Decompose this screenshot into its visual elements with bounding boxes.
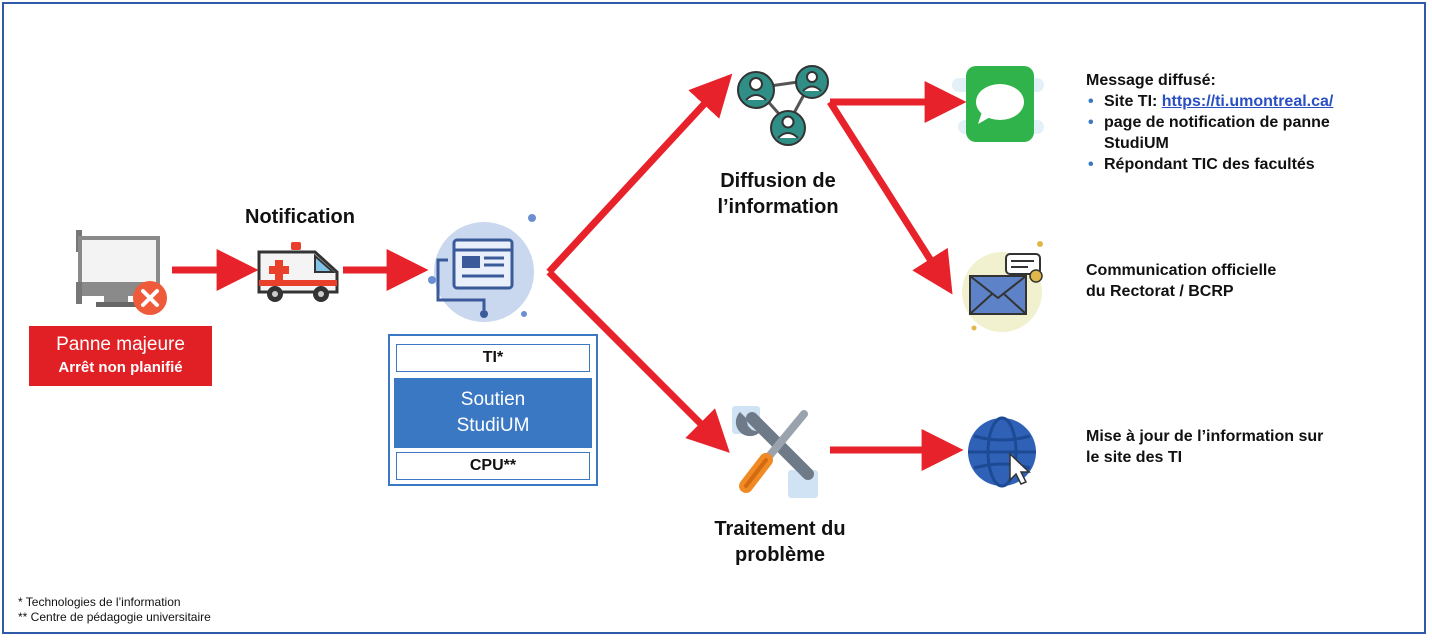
repondant-text: Répondant TIC des facultés: [1104, 156, 1315, 173]
page-line2: StudiUM: [1104, 135, 1169, 152]
support-line2: StudiUM: [456, 415, 530, 436]
support-cpu-label: CPU**: [396, 452, 590, 480]
page-line1: page de notification de panne: [1104, 114, 1330, 131]
notification-label: Notification: [245, 206, 355, 228]
bullet-icon: •: [1088, 156, 1094, 173]
support-ti-label: TI*: [396, 344, 590, 372]
panne-subtitle: Arrêt non planifié: [58, 359, 183, 376]
footnote-1: * Technologies de l’information: [18, 595, 181, 609]
mise-a-jour-line2: le site des TI: [1086, 449, 1183, 466]
communication-line1: Communication officielle: [1086, 262, 1277, 279]
message-item-page: • page de notification de panne StudiUM: [1086, 112, 1406, 154]
mise-a-jour-block: Mise à jour de l’information sur le site…: [1086, 426, 1406, 468]
support-studium-label: Soutien StudiUM: [394, 378, 592, 448]
message-list: • Site TI: https://ti.umontreal.ca/ • pa…: [1086, 91, 1406, 175]
site-ti-link[interactable]: https://ti.umontreal.ca/: [1161, 93, 1334, 110]
diffusion-line2: l’information: [717, 196, 839, 218]
traitement-line1: Traitement du: [714, 518, 846, 540]
mise-a-jour-line1: Mise à jour de l’information sur: [1086, 428, 1324, 445]
support-line1: Soutien: [460, 389, 526, 410]
bullet-icon: •: [1088, 114, 1094, 131]
traitement-line2: problème: [734, 544, 826, 566]
computer-error-icon: [66, 222, 176, 322]
globe-cursor-icon: [964, 412, 1044, 492]
ambulance-icon: [253, 238, 345, 308]
diffusion-label: Diffusion de l’information: [694, 168, 862, 220]
web-system-icon: [424, 210, 552, 328]
footnote-2: ** Centre de pédagogie universitaire: [18, 610, 211, 624]
envelope-icon: [954, 236, 1054, 336]
panne-majeure-box: Panne majeure Arrêt non planifié: [29, 326, 212, 386]
support-studium-box: TI* Soutien StudiUM CPU**: [388, 334, 598, 486]
arrow-support-to-diffusion: [546, 73, 733, 275]
message-heading: Message diffusé:: [1086, 72, 1216, 89]
network-people-icon: [734, 64, 834, 148]
message-block: Message diffusé: • Site TI: https://ti.u…: [1086, 70, 1406, 175]
diffusion-line1: Diffusion de: [720, 170, 836, 192]
bullet-icon: •: [1088, 93, 1094, 110]
tools-icon: [726, 400, 830, 504]
footnotes: * Technologies de l’information ** Centr…: [18, 595, 418, 625]
panne-title: Panne majeure: [56, 334, 185, 355]
communication-line2: du Rectorat / BCRP: [1086, 283, 1234, 300]
arrow-diffusion-to-communication: [827, 100, 953, 295]
message-bubble-icon: [952, 60, 1044, 150]
flow-arrows: [172, 73, 967, 471]
communication-block: Communication officielle du Rectorat / B…: [1086, 260, 1406, 302]
message-item-repondant: • Répondant TIC des facultés: [1086, 154, 1406, 175]
arrow-support-to-traitement: [546, 269, 730, 453]
traitement-label: Traitement du problème: [690, 516, 870, 568]
site-prefix: Site TI:: [1104, 93, 1162, 110]
message-item-site: • Site TI: https://ti.umontreal.ca/: [1086, 91, 1406, 112]
